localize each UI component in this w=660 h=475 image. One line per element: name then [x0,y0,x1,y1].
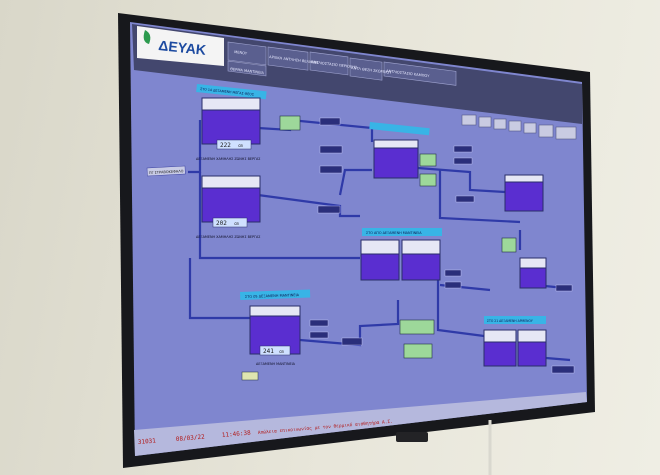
pipe [299,300,400,347]
header-cell-label: ΘΕΡΜΑ ΜΑΝΤΙΝΕΙΑ [230,67,265,75]
tank-4b-level [401,253,441,281]
toolbar-icon[interactable] [538,124,554,138]
flow-readout [453,145,473,153]
header-cell-4[interactable] [309,51,349,76]
header-cell-3[interactable] [267,46,309,71]
tank-5-unit: cm [279,349,284,354]
toolbar-icon[interactable] [493,118,507,130]
pipe [436,276,485,338]
status-date: 08/03/22 [176,434,206,443]
tank-1-level [201,109,261,145]
flow-readout [555,284,573,292]
flow-readout [319,117,341,126]
logo-text: ΔΕΥΑΚ [158,37,207,58]
tank-3-level [373,147,419,179]
tank-6-level [504,181,544,212]
flow-readout [319,165,343,174]
tank-1-readout-box [216,139,252,150]
flow-readout [444,269,462,277]
tank-1-unit: cm [238,143,243,148]
header-cell-label: ΑΡΧΙΚΗ ΑΝΤΛΗΣΗ ΒΕΛΜΙΝΑ [269,55,319,65]
logo-box [137,26,224,66]
flow-readout [455,195,475,203]
pump-station[interactable] [419,173,437,187]
flow-readout [453,157,473,165]
station-left-label-box [146,165,186,177]
webcam [396,432,428,442]
pump-station[interactable] [399,319,435,335]
flow-readout [551,365,575,374]
pump-station[interactable] [501,237,517,253]
title-low: ΣΤΟ 05 ΔΕΞΑΜΕΝΗ ΜΑΝΤΙΝΕΙΑ [245,293,300,299]
tank-2-level [201,187,261,223]
tank-5-value: 241 [263,348,274,355]
title-box-mid [369,121,430,136]
tank-2-value: 202 [216,220,227,227]
flow-readout [341,337,363,346]
status-time: 11:46:38 [222,430,252,439]
title-right: ΣΤΟ 21 ΔΕΞΑΜΕΝΗ ΑΡΜΕΝΟΥ [487,319,533,323]
tank-2-label: ΔΕΞΑΜΕΝΗ ΧΑΜΗΛΗΣ ΖΩΝΗΣ ΒΕΡΓΑΣ [196,235,260,239]
pump-station[interactable] [403,343,433,359]
pump-station[interactable] [419,153,437,167]
header-cell-6[interactable] [383,61,457,86]
tank-1-label: ΔΕΞΑΜΕΝΗ ΧΑΜΗΛΗΣ ΖΩΝΗΣ ΒΕΡΓΑΣ [196,157,260,161]
tank-2-readout-box [212,217,248,228]
flow-readout [444,281,462,289]
tank-7-level [519,267,547,289]
header-cell-label: ΜΕΝΟΥ [234,50,248,56]
status-indicator [241,371,259,381]
tank-4a-level [360,253,400,281]
menu-button[interactable] [227,41,267,66]
title-box-top [196,84,267,100]
pipe [417,166,506,194]
pipe [545,356,571,362]
station-left-label: ΠΓ ΣΤΡΑΒΟΚΕΦΑΛΟ [149,169,184,175]
pipe [198,172,360,260]
header-cell-5[interactable] [349,57,383,81]
tank-5-readout-box [259,345,291,356]
toolbar-icon[interactable] [461,114,477,126]
title-box-low [240,289,311,300]
title-box-right [484,316,546,324]
tank-8b-level [517,341,547,367]
title-top: ΣΤΟ 14 ΔΕΞΑΜΕΝΗ ΜΕΓΑΣ ΘΕΟΣ [200,87,254,97]
tank-5-label: ΔΕΞΑΜΕΝΗ ΜΑΝΤΙΝΕΙΑ [256,362,296,366]
pipe [188,258,250,320]
pump-station[interactable] [279,115,301,131]
toolbar-icon[interactable] [508,120,522,132]
header-cell-label: ΑΝΤΛ ΘΕΣΗ ΣΚΟΡΠΙΟΥ [351,66,393,75]
pipe [338,168,372,196]
title-mid: ΣΤΟ ΑΠΟ ΔΕΞΑΜΕΝΗ ΜΑΝΤΙΝΕΙΑ [366,231,422,235]
header-cell-2[interactable] [227,60,267,77]
tank-1-value: 222 [220,142,231,149]
status-bar [134,392,587,456]
tank-8a-level [483,341,517,367]
flow-readout [309,319,329,327]
toolbar-icon[interactable] [523,122,537,134]
pipe [438,170,521,224]
flow-readout [309,331,329,339]
logo-leaf-icon [143,30,151,44]
header-cell-label: ΑΝΤΛΙΟΣΤΑΣΙΟ ΚΑΜΠΟΥ [386,69,431,78]
status-counter: 31031 [138,437,157,446]
toolbar-icon[interactable] [555,126,577,140]
tank-2-unit: cm [234,221,239,226]
toolbar-icon[interactable] [478,116,492,128]
flow-readout [319,145,343,154]
header-cell-label: ΑΝΤΛΙΟΣΤΑΣΙΟ ΠΕΡΙΟΧΗΣ [311,60,358,70]
flow-readout [317,205,341,214]
title-box-mid2 [362,228,442,236]
